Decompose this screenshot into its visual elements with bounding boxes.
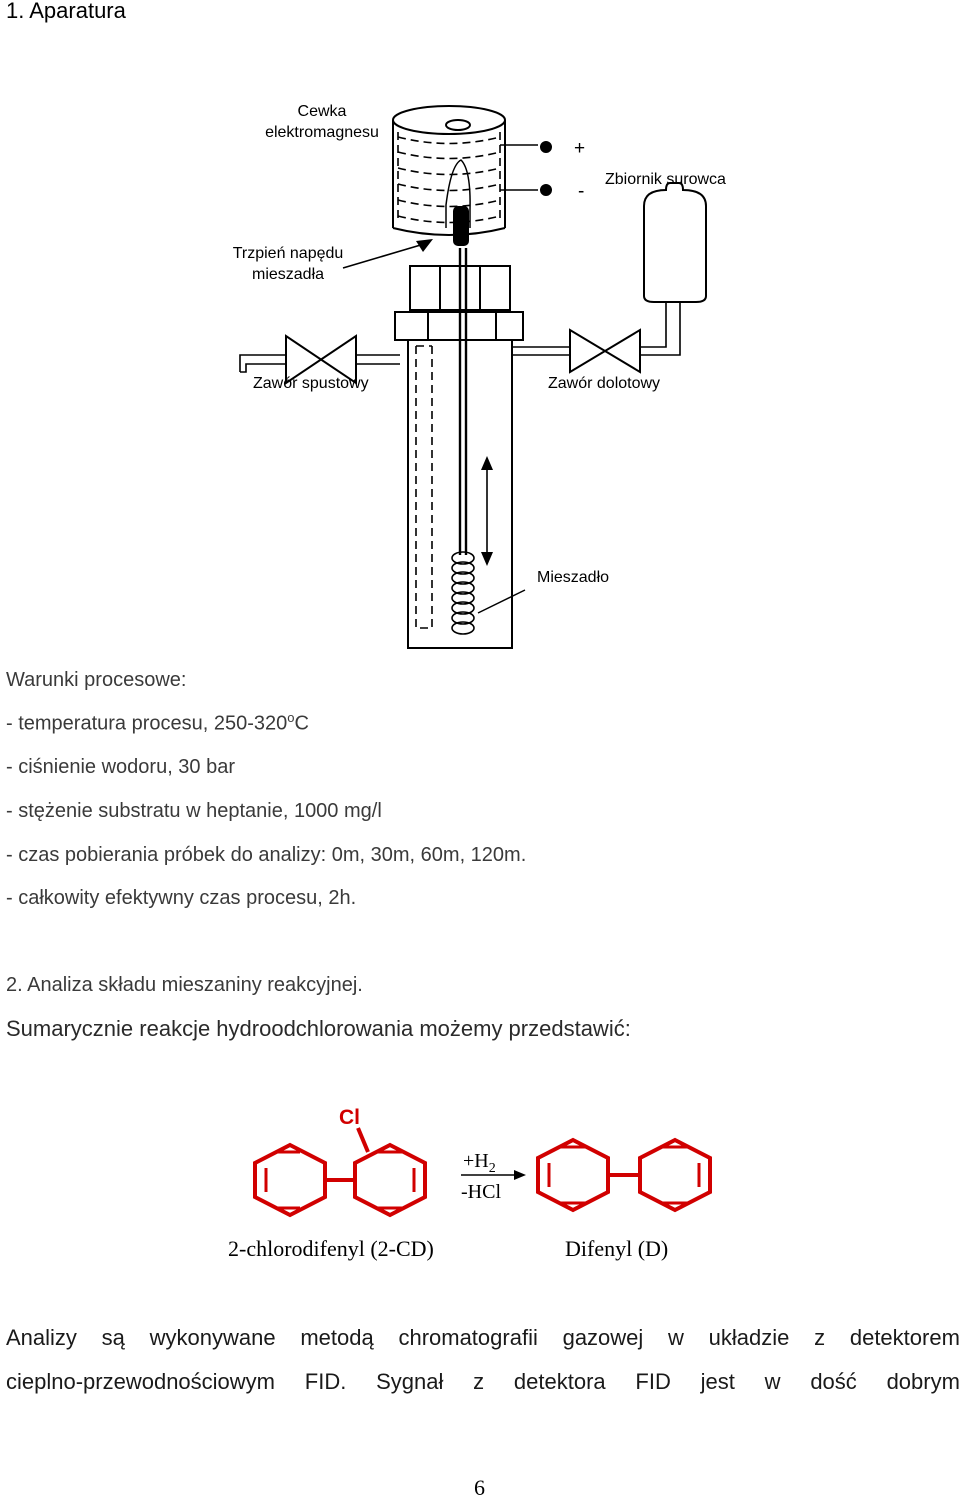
tank-label: Zbiornik surowca [605, 171, 726, 188]
condition-unit: C [294, 712, 309, 735]
inlet-valve-symbol [569, 328, 641, 374]
body-word: z [814, 1325, 826, 1350]
benzene-ring-1 [253, 1142, 327, 1218]
body-word: wykonywane [149, 1325, 276, 1350]
condition-item-sampling: - czas pobierania próbek do analizy: 0m,… [6, 844, 527, 866]
condition-item-pressure: - ciśnienie wodoru, 30 bar [6, 756, 236, 778]
body-line-1: Analizy są wykonywane metodą chromatogra… [6, 1325, 960, 1351]
body-word: chromatografii [398, 1325, 538, 1350]
coil-label-line-2: elektromagnesu [265, 124, 379, 141]
drain-pipe [239, 354, 286, 373]
body-word: dobrym [886, 1369, 960, 1394]
body-word: jest [700, 1369, 735, 1394]
stirrer-label: Mieszadło [537, 569, 610, 586]
chlorine-label: Cl [339, 1106, 360, 1129]
flange [394, 311, 524, 341]
page-number: 6 [474, 1475, 485, 1500]
reactor-vessel [407, 340, 513, 649]
body-word: układzie [708, 1325, 790, 1350]
body-word: gazowej [562, 1325, 644, 1350]
stirrer-leader-line [477, 589, 526, 614]
body-word: Analizy [6, 1325, 77, 1350]
body-word: FID. [304, 1369, 347, 1394]
reaction-arrow [461, 1170, 526, 1180]
shaft-label: Trzpień napędu mieszadła [220, 243, 356, 285]
condition-item-temperature: - temperatura procesu, 250-320oC [6, 710, 309, 736]
benzene-ring-4 [638, 1137, 712, 1213]
coil-label-line-1: Cewka [297, 103, 347, 120]
product-name: Difenyl (D) [565, 1236, 669, 1261]
inlet-valve-label: Zawór dolotowy [548, 375, 661, 392]
body-word: Sygnał [376, 1369, 444, 1394]
conditions-title: Warunki procesowe: [6, 669, 187, 691]
shaft-label-line-2: mieszadła [251, 266, 325, 283]
reaction-scheme [253, 1127, 712, 1218]
body-word: cieplno-przewodnościowym [6, 1369, 276, 1394]
feed-tank [643, 182, 707, 303]
reagent-hydrogen: +H2 [463, 1150, 496, 1177]
body-line-2: cieplno-przewodnościowym FID. Sygnał z d… [6, 1369, 960, 1395]
condition-item-duration: - całkowity efektywny czas procesu, 2h. [6, 887, 357, 909]
benzene-ring-3 [536, 1137, 610, 1213]
minus-terminal-label: - [578, 181, 585, 202]
body-word: detektora [513, 1369, 606, 1394]
drain-valve-label: Zawór spustowy [253, 375, 369, 392]
condition-text: - temperatura procesu, 250-320 [6, 712, 288, 735]
condition-item-concentration: - stężenie substratu w heptanie, 1000 mg… [6, 800, 382, 822]
magnet [453, 206, 469, 246]
shaft-leader-line [342, 243, 425, 269]
body-word: w [668, 1325, 684, 1350]
reagent-hydrogen-text: +H [463, 1150, 489, 1172]
body-word: są [101, 1325, 125, 1350]
section-2-title: 2. Analiza składu mieszaniny reakcyjnej. [6, 974, 363, 996]
body-word: w [764, 1369, 781, 1394]
nut [409, 265, 511, 311]
stirrer-spiral [451, 551, 475, 635]
shaft-label-line-1: Trzpień napędu [232, 245, 344, 262]
reagent-hcl: -HCl [461, 1181, 501, 1203]
benzene-ring-2 [353, 1142, 427, 1218]
drain-valve-symbol [285, 334, 357, 385]
reagent-hydrogen-subscript: 2 [488, 1161, 496, 1176]
body-word: metodą [300, 1325, 374, 1350]
body-word: detektorem [849, 1325, 960, 1350]
body-word: z [473, 1369, 485, 1394]
reactant-name: 2-chlorodifenyl (2-CD) [228, 1236, 434, 1261]
body-word: FID [635, 1369, 671, 1394]
body-word: dość [810, 1369, 857, 1394]
degree-superscript: o [287, 710, 295, 725]
coil-housing [392, 120, 506, 236]
section-2-intro: Sumarycznie reakcje hydroodchlorowania m… [6, 1016, 631, 1041]
coil-label: Cewka elektromagnesu [254, 101, 390, 143]
stirrer-rod [458, 248, 468, 555]
coil-top [392, 105, 506, 135]
section-heading: 1. Aparatura [6, 0, 126, 23]
plus-terminal-label: + [574, 138, 586, 159]
